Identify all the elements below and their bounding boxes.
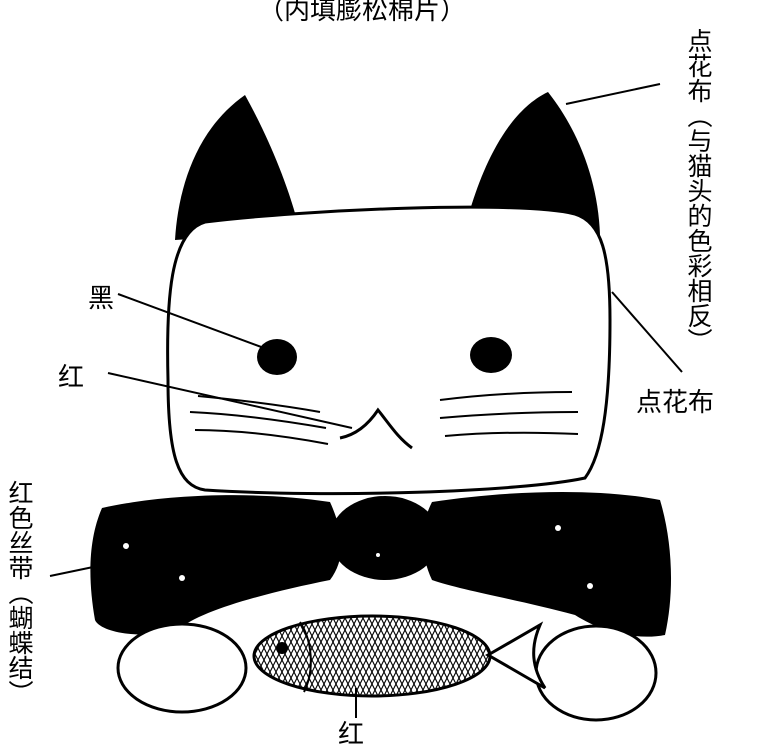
left-ear bbox=[175, 95, 300, 240]
fish-label: 红 bbox=[338, 720, 365, 750]
fish bbox=[252, 614, 547, 698]
ear-note-label: 点花布（与猫头的色彩相反） bbox=[684, 28, 713, 353]
face-cloth-label: 点花布 bbox=[636, 388, 715, 418]
top-caption: （内填膨松棉片） bbox=[258, 0, 467, 26]
bow-dots bbox=[123, 525, 593, 589]
whiskers bbox=[189, 391, 579, 445]
right-paw bbox=[534, 624, 658, 722]
leader-lines bbox=[49, 83, 683, 718]
bow-knot bbox=[330, 496, 440, 580]
fish-eye bbox=[276, 642, 288, 654]
fish-body bbox=[252, 614, 492, 698]
bow-right bbox=[423, 491, 672, 637]
ribbon-label: 红色丝带（蝴蝶结） bbox=[5, 480, 34, 705]
cat-face bbox=[166, 205, 612, 496]
eye-label: 黑 bbox=[88, 284, 115, 314]
right-eye bbox=[470, 337, 512, 373]
fish-gill bbox=[299, 621, 312, 693]
right-ear bbox=[470, 92, 600, 235]
left-eye bbox=[257, 339, 297, 375]
cat-mouth bbox=[339, 407, 413, 450]
fish-tail bbox=[485, 621, 547, 690]
bow-left bbox=[90, 495, 342, 635]
nose-label: 红 bbox=[58, 363, 85, 393]
left-paw bbox=[116, 622, 248, 714]
